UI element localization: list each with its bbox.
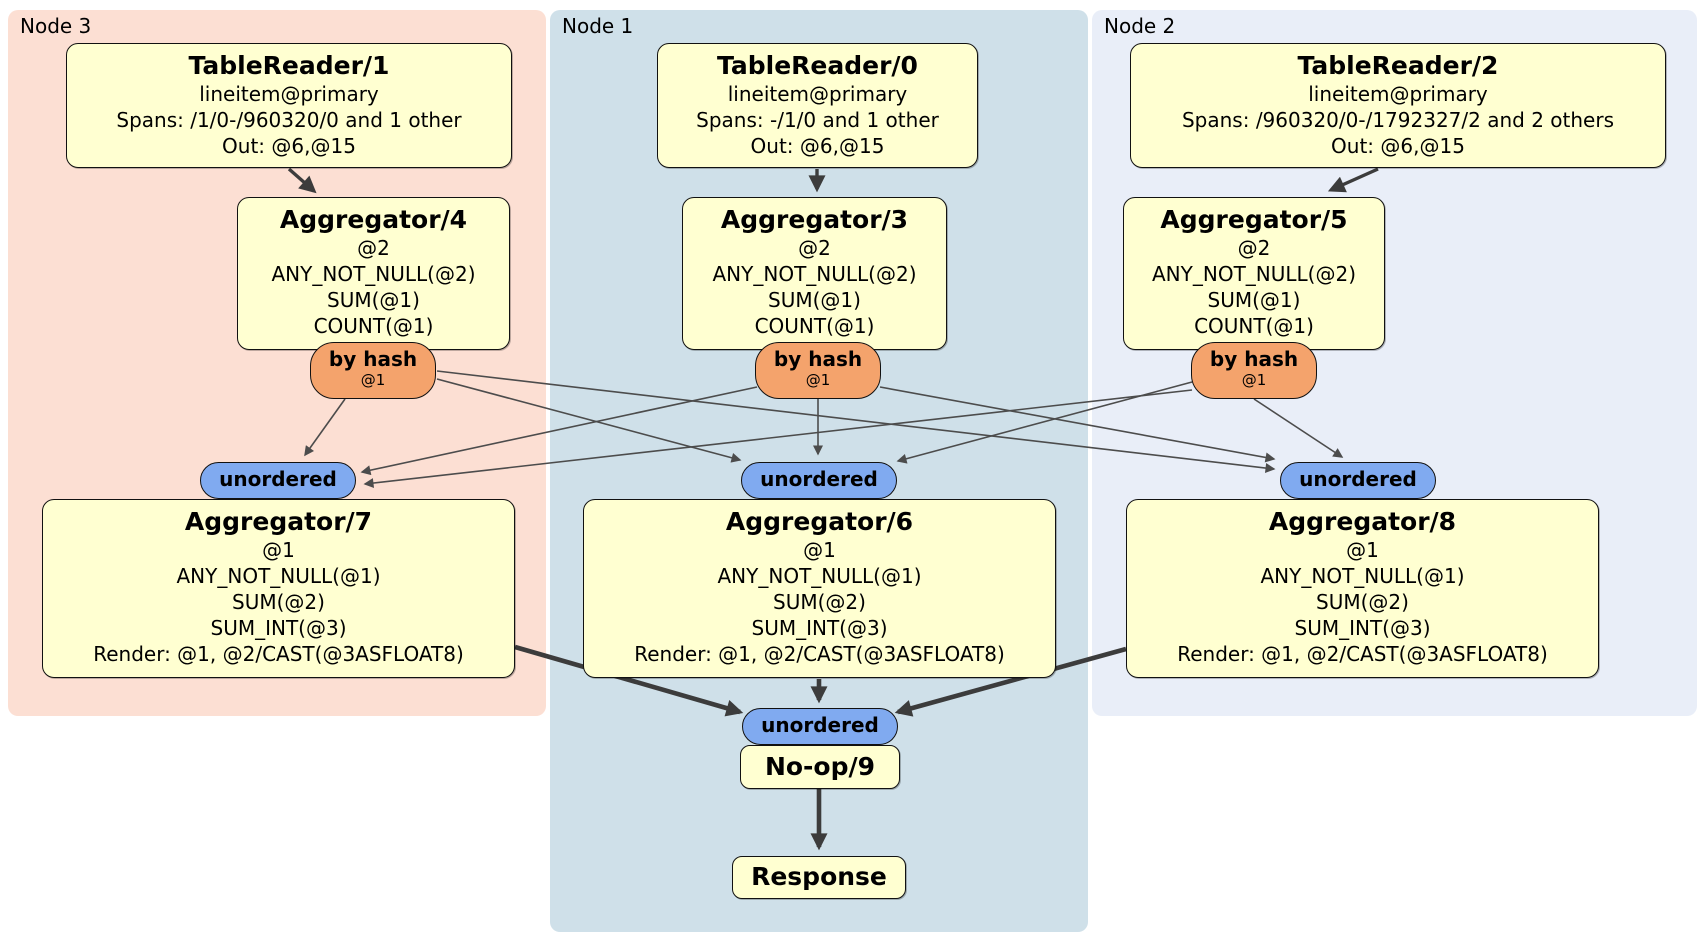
processor-detail: Spans: -/1/0 and 1 other — [696, 108, 939, 132]
processor-detail: Render: @1, @2/CAST(@3ASFLOAT8) — [1177, 642, 1548, 666]
processor-aggregator-8: Aggregator/8 @1 ANY_NOT_NULL(@1) SUM(@2)… — [1126, 499, 1599, 678]
processor-detail: SUM_INT(@3) — [1294, 616, 1431, 640]
processor-detail: lineitem@primary — [1308, 82, 1488, 106]
router-by-hash-node1: by hash @1 — [755, 342, 881, 399]
processor-detail: @1 — [803, 538, 836, 562]
processor-detail: ANY_NOT_NULL(@1) — [176, 564, 381, 588]
processor-tablereader-2: TableReader/2 lineitem@primary Spans: /9… — [1130, 43, 1666, 168]
stream-unordered-node2: unordered — [1280, 462, 1436, 499]
processor-detail: lineitem@primary — [727, 82, 908, 106]
processor-aggregator-6: Aggregator/6 @1 ANY_NOT_NULL(@1) SUM(@2)… — [583, 499, 1056, 678]
processor-aggregator-4: Aggregator/4 @2 ANY_NOT_NULL(@2) SUM(@1)… — [237, 197, 510, 350]
processor-detail: COUNT(@1) — [754, 314, 875, 338]
processor-detail: ANY_NOT_NULL(@2) — [271, 262, 476, 286]
processor-detail: COUNT(@1) — [313, 314, 434, 338]
processor-title: Aggregator/8 — [1268, 507, 1457, 536]
processor-detail: Out: @6,@15 — [222, 134, 356, 158]
panel-label-node3: Node 3 — [20, 14, 92, 38]
processor-title: No-op/9 — [764, 752, 876, 781]
processor-detail: @2 — [798, 236, 831, 260]
processor-aggregator-7: Aggregator/7 @1 ANY_NOT_NULL(@1) SUM(@2)… — [42, 499, 515, 678]
processor-title: Aggregator/6 — [725, 507, 914, 536]
processor-detail: ANY_NOT_NULL(@2) — [1152, 262, 1356, 286]
processor-detail: SUM_INT(@3) — [751, 616, 888, 640]
processor-tablereader-0: TableReader/0 lineitem@primary Spans: -/… — [657, 43, 978, 168]
processor-detail: SUM(@2) — [773, 590, 866, 614]
unordered-label: unordered — [219, 467, 337, 491]
processor-title: TableReader/1 — [188, 51, 390, 80]
processor-detail: COUNT(@1) — [1194, 314, 1314, 338]
unordered-label: unordered — [761, 713, 879, 737]
router-by-hash-node2: by hash @1 — [1191, 342, 1317, 399]
processor-detail: Render: @1, @2/CAST(@3ASFLOAT8) — [93, 642, 464, 666]
by-hash-key: @1 — [1241, 371, 1267, 389]
processor-noop-9: No-op/9 — [740, 745, 900, 789]
processor-title: Response — [751, 862, 887, 891]
by-hash-label: by hash — [1209, 347, 1299, 371]
by-hash-label: by hash — [328, 347, 418, 371]
processor-title: Aggregator/4 — [279, 205, 468, 234]
processor-aggregator-3: Aggregator/3 @2 ANY_NOT_NULL(@2) SUM(@1)… — [682, 197, 947, 350]
processor-detail: Spans: /1/0-/960320/0 and 1 other — [116, 108, 462, 132]
panel-label-node2: Node 2 — [1104, 14, 1176, 38]
processor-detail: @2 — [1237, 236, 1271, 260]
router-by-hash-node3: by hash @1 — [310, 342, 436, 399]
by-hash-key: @1 — [360, 371, 386, 389]
by-hash-label: by hash — [773, 347, 863, 371]
processor-detail: ANY_NOT_NULL(@2) — [712, 262, 917, 286]
stream-unordered-node3: unordered — [200, 462, 356, 499]
processor-detail: Render: @1, @2/CAST(@3ASFLOAT8) — [634, 642, 1005, 666]
processor-title: Aggregator/5 — [1160, 205, 1348, 234]
processor-title: TableReader/2 — [1297, 51, 1499, 80]
processor-response: Response — [732, 856, 906, 899]
processor-detail: SUM(@1) — [768, 288, 861, 312]
processor-tablereader-1: TableReader/1 lineitem@primary Spans: /1… — [66, 43, 512, 168]
processor-detail: SUM_INT(@3) — [210, 616, 347, 640]
processor-detail: SUM(@1) — [1207, 288, 1301, 312]
processor-detail: @1 — [1346, 538, 1379, 562]
processor-detail: SUM(@2) — [1316, 590, 1409, 614]
processor-aggregator-5: Aggregator/5 @2 ANY_NOT_NULL(@2) SUM(@1)… — [1123, 197, 1385, 350]
stream-unordered-node1: unordered — [741, 462, 897, 499]
processor-detail: SUM(@1) — [327, 288, 420, 312]
stream-unordered-final: unordered — [742, 708, 898, 745]
processor-title: Aggregator/7 — [184, 507, 373, 536]
by-hash-key: @1 — [805, 371, 831, 389]
unordered-label: unordered — [760, 467, 878, 491]
unordered-label: unordered — [1299, 467, 1417, 491]
processor-detail: ANY_NOT_NULL(@1) — [717, 564, 922, 588]
processor-detail: lineitem@primary — [199, 82, 379, 106]
processor-title: TableReader/0 — [717, 51, 918, 80]
processor-detail: Out: @6,@15 — [1331, 134, 1465, 158]
panel-label-node1: Node 1 — [562, 14, 634, 38]
processor-title: Aggregator/3 — [720, 205, 909, 234]
processor-detail: @2 — [357, 236, 390, 260]
processor-detail: Out: @6,@15 — [750, 134, 885, 158]
processor-detail: Spans: /960320/0-/1792327/2 and 2 others — [1181, 108, 1614, 132]
processor-detail: SUM(@2) — [232, 590, 325, 614]
processor-detail: ANY_NOT_NULL(@1) — [1260, 564, 1465, 588]
processor-detail: @1 — [262, 538, 295, 562]
